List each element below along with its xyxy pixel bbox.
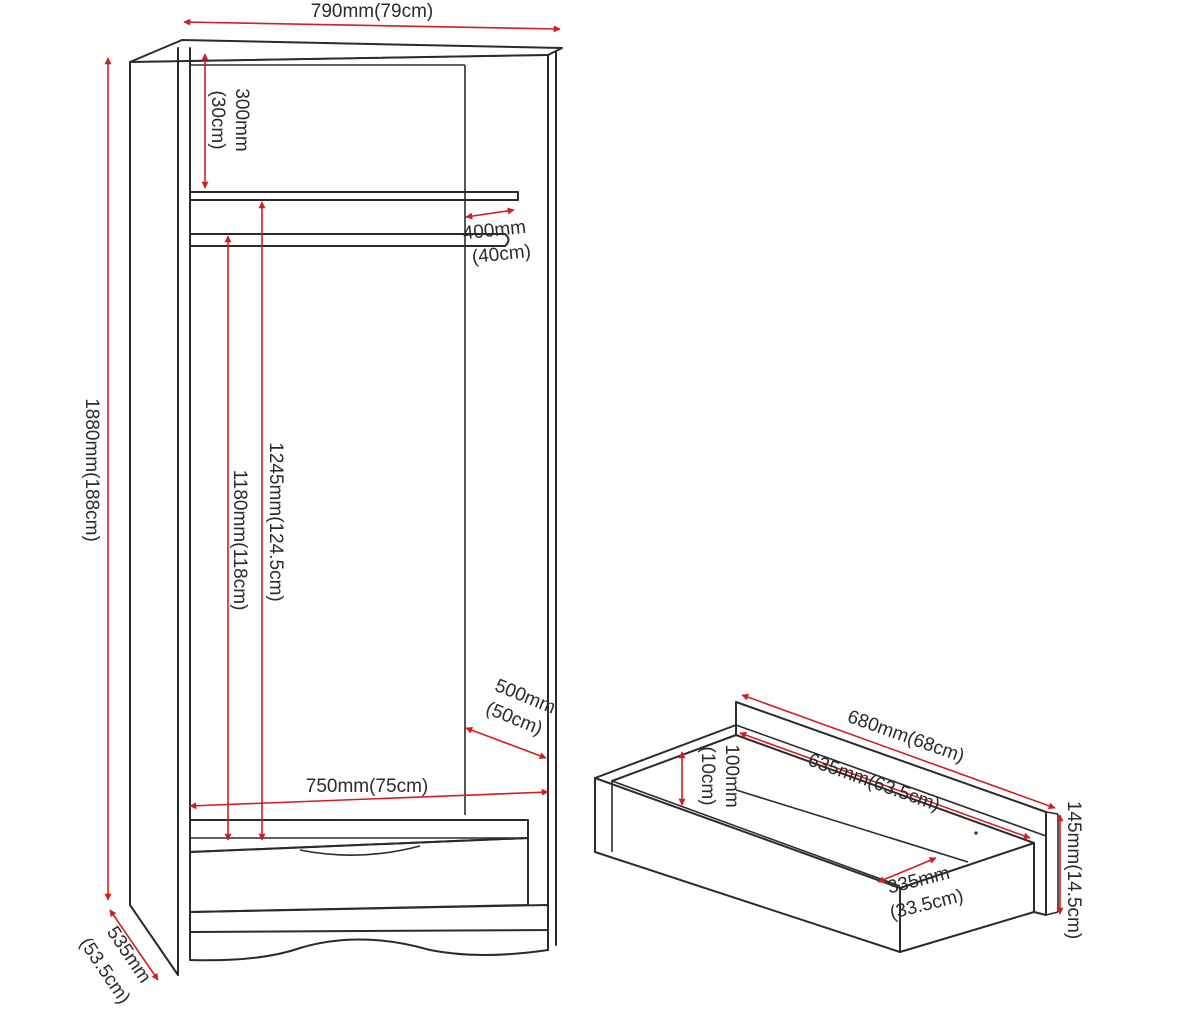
rail-height-label: 1180mm(118cm) xyxy=(229,470,250,611)
drawer-back-bottom xyxy=(1045,911,1059,916)
width-label: 790mm(79cm) xyxy=(311,1,433,22)
inner-width-label: 750mm(75cm) xyxy=(306,776,428,797)
drawer-height-label: 145mm(14.5cm) xyxy=(1063,801,1084,939)
drawer-inner-length-arrow xyxy=(739,731,1031,840)
wardrobe-drawing xyxy=(129,39,563,976)
wardrobe-upper-shelf xyxy=(189,191,519,201)
drawer-dot xyxy=(974,831,978,835)
drawer-back-right-top xyxy=(1045,811,1059,815)
wardrobe-drawer-front xyxy=(189,837,529,913)
drawer-length-label: 680mm(68cm) xyxy=(845,706,967,767)
wardrobe-hanging-rail xyxy=(189,233,510,247)
drawer-inner-height-label-cm: (10cm) xyxy=(697,746,718,805)
shelf-depth-label-mm: 400mm xyxy=(462,217,527,245)
inner-depth-arrow xyxy=(465,726,547,760)
width-arrow xyxy=(183,18,561,33)
drawer-left-side xyxy=(594,724,737,782)
drawer-inner-height-label-mm: 100mm xyxy=(721,744,742,807)
drawer-inner-depth-arrow xyxy=(877,857,937,883)
wardrobe-drawer-handle xyxy=(299,845,421,856)
depth-arrow xyxy=(109,909,159,981)
drawer-drawing xyxy=(594,701,1059,953)
top-space-label-cm: (30cm) xyxy=(207,90,228,149)
wardrobe-bottom-shelf xyxy=(189,819,529,853)
wardrobe-dimensions xyxy=(104,18,561,981)
height-label: 1880mm(188cm) xyxy=(81,398,102,542)
shelf-height-label: 1245mm(124.5cm) xyxy=(265,442,286,601)
wardrobe-base-curve xyxy=(189,931,549,962)
wardrobe-plinth xyxy=(189,904,549,933)
drawer-dimensions xyxy=(678,693,1064,915)
wardrobe-top-front-edge xyxy=(129,54,549,63)
drawer-front-panel xyxy=(594,777,1035,889)
top-space-label-mm: 300mm xyxy=(231,88,252,151)
inner-width-arrow xyxy=(189,788,549,810)
shelf-depth-arrow xyxy=(465,207,515,220)
drawer-front-face xyxy=(594,777,901,953)
wardrobe-left-side xyxy=(129,61,179,976)
drawer-front-right-bottom xyxy=(899,911,1035,953)
